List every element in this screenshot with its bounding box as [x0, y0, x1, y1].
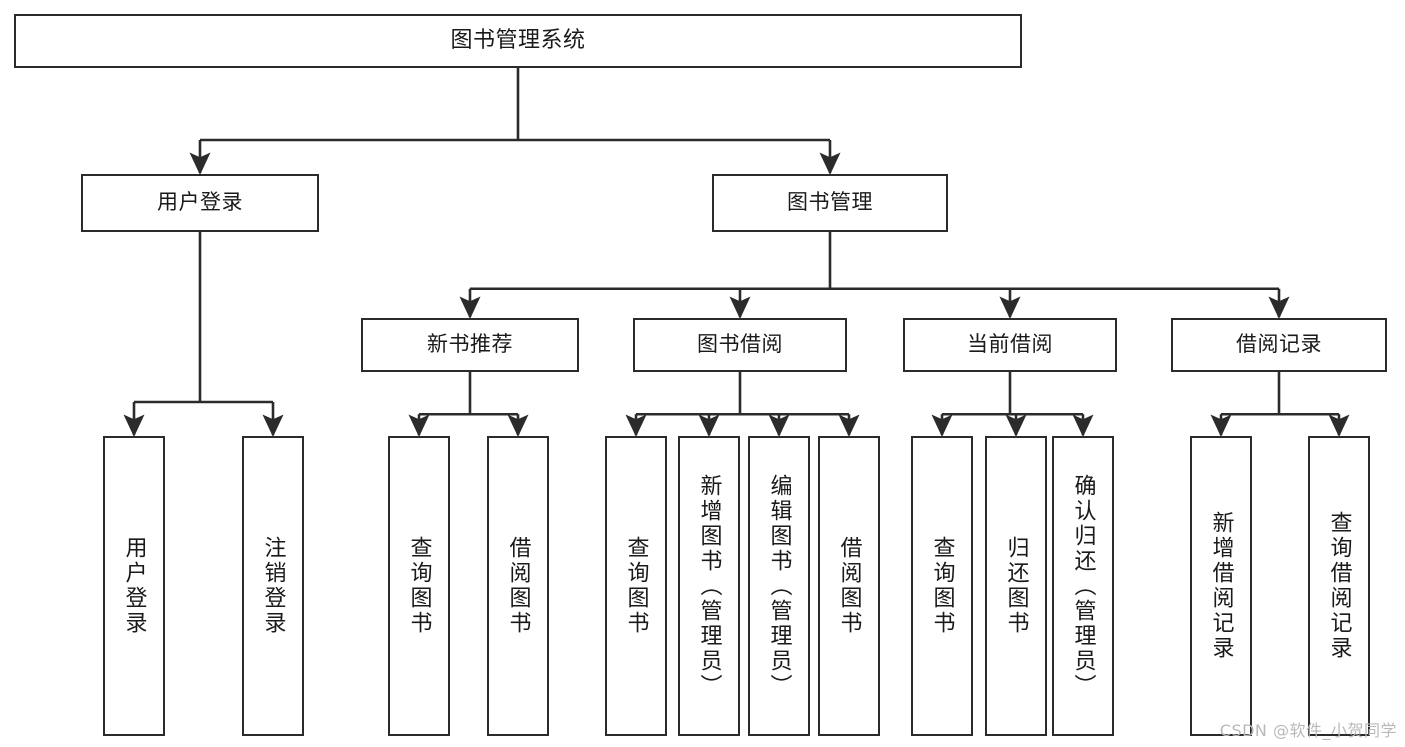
csdn-watermark: CSDN @软件_小贺同学	[1219, 721, 1397, 740]
node-label-leaf-query-book-1: 查询图书	[406, 536, 432, 636]
node-label-root: 图书管理系统	[450, 27, 586, 53]
node-root: 图书管理系统	[14, 14, 1022, 68]
node-leaf-query-record: 查询借阅记录	[1308, 436, 1370, 736]
node-label-leaf-query-record: 查询借阅记录	[1326, 511, 1352, 661]
node-leaf-borrow-book-1: 借阅图书	[487, 436, 549, 736]
node-book-borrow: 图书借阅	[633, 318, 847, 372]
node-label-book-borrow: 图书借阅	[697, 332, 783, 357]
node-user-login: 用户登录	[81, 174, 319, 232]
node-label-new-book-rec: 新书推荐	[427, 332, 513, 357]
node-leaf-return-book: 归还图书	[985, 436, 1047, 736]
node-leaf-edit-book: 编辑图书（管理员）	[748, 436, 810, 736]
node-leaf-borrow-book-2: 借阅图书	[818, 436, 880, 736]
node-leaf-add-record: 新增借阅记录	[1190, 436, 1252, 736]
node-borrow-record: 借阅记录	[1171, 318, 1387, 372]
node-leaf-confirm-return: 确认归还（管理员）	[1052, 436, 1114, 736]
node-label-leaf-edit-book: 编辑图书（管理员）	[766, 473, 792, 699]
node-leaf-user-logout: 注销登录	[242, 436, 304, 736]
node-label-current-borrow: 当前借阅	[967, 332, 1053, 357]
node-label-borrow-record: 借阅记录	[1236, 332, 1322, 357]
node-leaf-user-login: 用户登录	[103, 436, 165, 736]
node-label-leaf-add-record: 新增借阅记录	[1208, 511, 1234, 661]
node-label-leaf-borrow-book-1: 借阅图书	[505, 536, 531, 636]
node-new-book-rec: 新书推荐	[361, 318, 579, 372]
node-label-book-manage: 图书管理	[787, 190, 873, 215]
node-label-user-login: 用户登录	[157, 190, 243, 215]
node-label-leaf-confirm-return: 确认归还（管理员）	[1070, 473, 1096, 699]
node-label-leaf-add-book: 新增图书（管理员）	[696, 473, 722, 699]
node-label-leaf-query-book-3: 查询图书	[929, 536, 955, 636]
node-label-leaf-return-book: 归还图书	[1003, 536, 1029, 636]
node-current-borrow: 当前借阅	[903, 318, 1117, 372]
node-label-leaf-user-login: 用户登录	[121, 536, 147, 636]
node-label-leaf-user-logout: 注销登录	[260, 536, 286, 636]
node-leaf-query-book-2: 查询图书	[605, 436, 667, 736]
node-leaf-query-book-3: 查询图书	[911, 436, 973, 736]
node-leaf-add-book: 新增图书（管理员）	[678, 436, 740, 736]
node-label-leaf-borrow-book-2: 借阅图书	[836, 536, 862, 636]
node-label-leaf-query-book-2: 查询图书	[623, 536, 649, 636]
node-leaf-query-book-1: 查询图书	[388, 436, 450, 736]
node-book-manage: 图书管理	[712, 174, 948, 232]
